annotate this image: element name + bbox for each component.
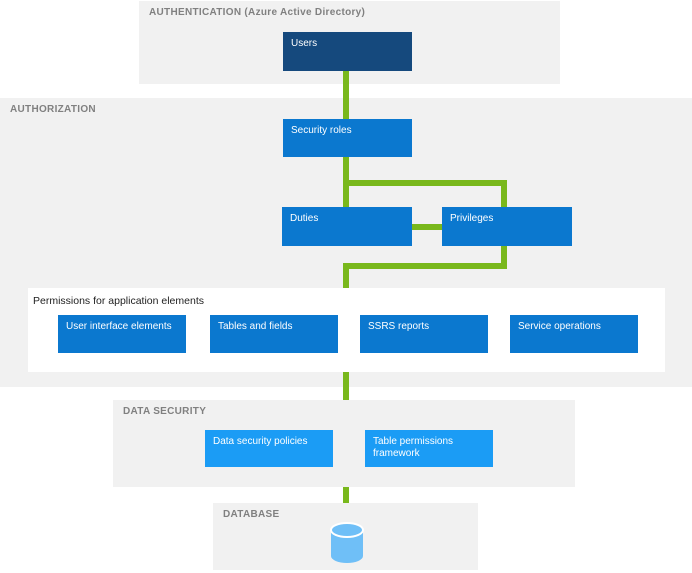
authentication-section-title: AUTHENTICATION (Azure Active Directory): [149, 7, 366, 18]
connector-branch-to-privileges-horizontal: [343, 180, 507, 186]
permission-item-ssrs-reports: SSRS reports: [360, 315, 488, 353]
connector-duties-to-privileges: [412, 224, 442, 230]
connector-privileges-to-permissions-horizontal: [343, 263, 507, 269]
connector-branch-to-privileges-vertical: [501, 180, 507, 207]
duties-node: Duties: [282, 207, 412, 246]
connector-privileges-down: [501, 246, 507, 268]
permission-item-tables-and-fields: Tables and fields: [210, 315, 338, 353]
permission-item-service-operations: Service operations: [510, 315, 638, 353]
connector-users-to-security-roles: [343, 71, 349, 119]
table-permissions-framework-node: Table permissions framework: [365, 430, 493, 467]
permissions-panel-title: Permissions for application elements: [33, 295, 204, 307]
authorization-section-title: AUTHORIZATION: [10, 104, 96, 115]
connector-permissions-to-data-security: [343, 372, 349, 400]
data-security-policies-node: Data security policies: [205, 430, 333, 467]
connector-data-security-to-database: [343, 487, 349, 503]
data-security-section-title: DATA SECURITY: [123, 406, 207, 417]
security-roles-node: Security roles: [283, 119, 412, 157]
connector-to-permissions-panel: [343, 263, 349, 288]
privileges-node: Privileges: [442, 207, 572, 246]
data-security-section: DATA SECURITY: [113, 400, 575, 487]
database-cylinder-icon: [329, 521, 365, 570]
users-node: Users: [283, 32, 412, 71]
permission-item-user-interface-elements: User interface elements: [58, 315, 186, 353]
database-section-title: DATABASE: [223, 509, 280, 520]
